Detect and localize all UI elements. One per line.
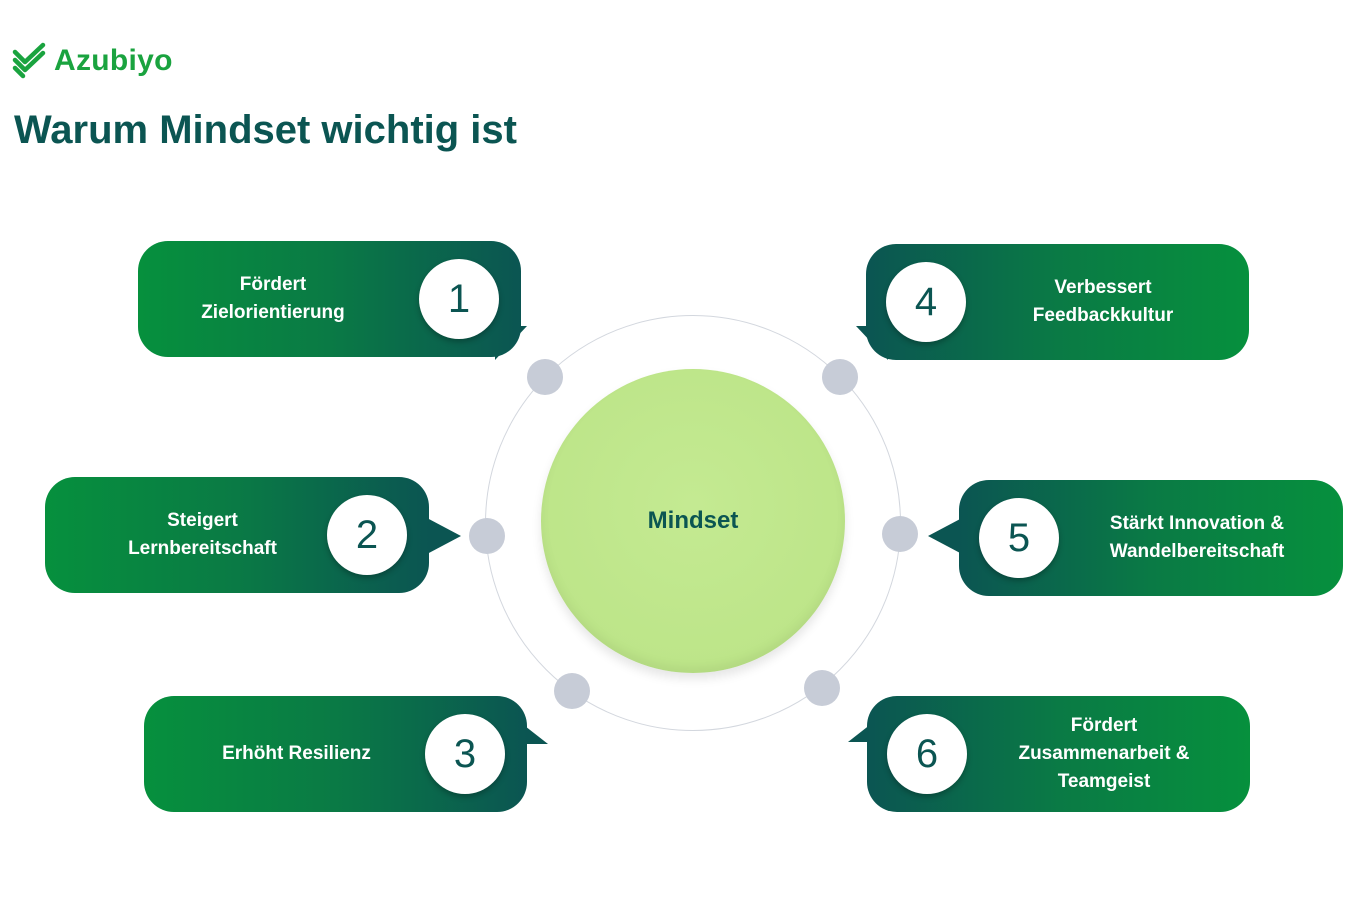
number-4: 4	[914, 279, 938, 324]
callout-pointer-2	[427, 518, 461, 554]
connector-dot-2	[469, 518, 505, 554]
azubiyo-logo-icon	[12, 42, 46, 79]
number-badge-1: 1	[419, 259, 499, 339]
connector-dot-5	[882, 516, 918, 552]
number-3: 3	[453, 731, 477, 776]
callout-box-5: 5 Stärkt Innovation & Wandelbereitschaft	[959, 480, 1343, 596]
number-2: 2	[355, 512, 379, 557]
connector-dot-1	[527, 359, 563, 395]
callout-box-2: Steigert Lernbereitschaft 2	[45, 477, 429, 593]
callout-box-1: Fördert Zielorientierung 1	[138, 241, 521, 357]
callout-text-3: Erhöht Resilienz	[222, 743, 371, 764]
callout-text-6: Fördert Zusammenarbeit & Teamgeist	[1018, 715, 1190, 792]
number-badge-2: 2	[327, 495, 407, 575]
brand-name: Azubiyo	[54, 44, 173, 77]
number-badge-3: 3	[425, 714, 505, 794]
callout-text-5: Stärkt Innovation & Wandelbereitschaft	[1109, 513, 1285, 562]
number-5: 5	[1007, 515, 1031, 560]
center-label: Mindset	[647, 507, 739, 534]
connector-dot-3	[554, 673, 590, 709]
number-6: 6	[915, 731, 939, 776]
number-badge-6: 6	[887, 714, 967, 794]
callout-pointer-5	[928, 518, 962, 554]
connector-dot-4	[822, 359, 858, 395]
callout-text-4: Verbessert Feedbackkultur	[1032, 277, 1174, 326]
number-badge-5: 5	[979, 498, 1059, 578]
brand-logo: Azubiyo	[12, 42, 173, 80]
page-title: Warum Mindset wichtig ist	[14, 108, 517, 152]
callout-box-3: Erhöht Resilienz 3	[144, 696, 527, 812]
connector-dot-6	[804, 670, 840, 706]
callout-text-1: Fördert Zielorientierung	[201, 274, 345, 323]
center-circle: Mindset	[541, 369, 845, 673]
number-1: 1	[447, 276, 471, 321]
callout-text-2: Steigert Lernbereitschaft	[128, 510, 277, 559]
number-badge-4: 4	[886, 262, 966, 342]
callout-box-4: 4 Verbessert Feedbackkultur	[866, 244, 1249, 360]
callout-box-6: 6 Fördert Zusammenarbeit & Teamgeist	[867, 696, 1250, 812]
